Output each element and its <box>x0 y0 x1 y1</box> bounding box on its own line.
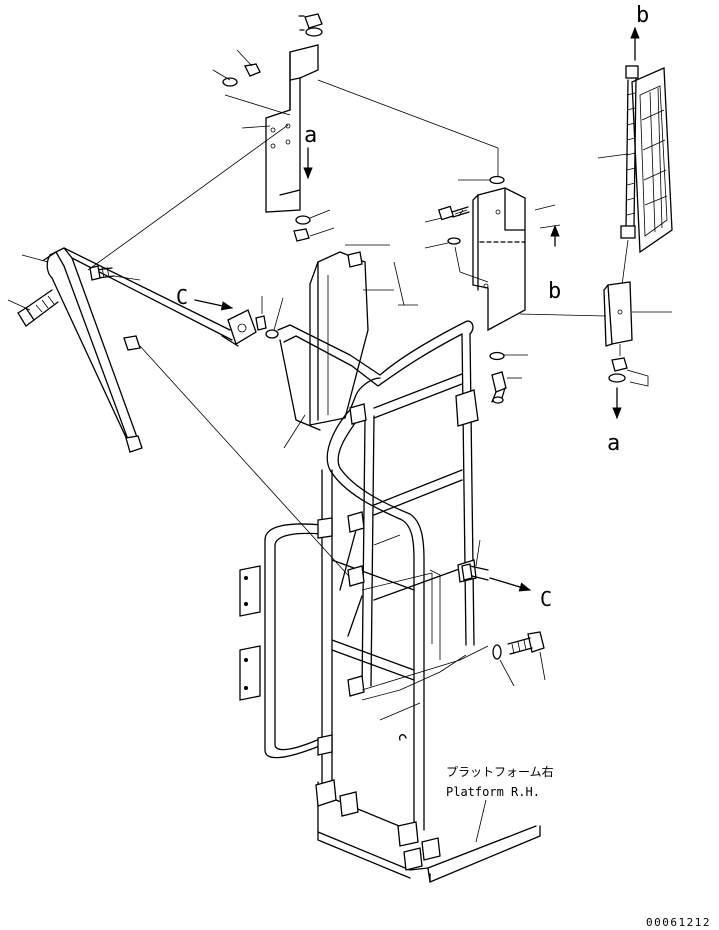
connector-line-4 <box>139 345 357 585</box>
stay-rod <box>597 65 639 239</box>
connector-line-3 <box>87 124 289 271</box>
callout-b-top: b <box>636 3 649 28</box>
plate-bolts <box>255 296 284 339</box>
connector-line-5 <box>361 572 433 591</box>
platform-bolt <box>492 631 546 687</box>
drawing-number: 00061212 <box>646 916 711 929</box>
platform-note-jp: プラットフォーム右 <box>446 764 554 779</box>
cover-washer-top <box>489 175 505 185</box>
view-arrow-c-right: C <box>489 577 552 611</box>
connector-line-8 <box>361 659 461 691</box>
mount-plate <box>221 309 257 347</box>
ladder-side-panel <box>309 244 418 426</box>
ladder-side-bolt <box>461 539 489 581</box>
cover-bolt-bottom <box>491 371 522 404</box>
ladder-frame <box>239 320 541 883</box>
callout-a-top: a <box>304 123 317 148</box>
view-arrow-b-top: b <box>630 3 649 61</box>
connector-line-1 <box>317 79 499 149</box>
left-handrail <box>43 247 233 453</box>
handrail-bolt-1 <box>7 289 59 327</box>
right-cover <box>472 187 526 332</box>
view-arrow-a-bottom: a <box>607 387 622 456</box>
callout-c-left: C <box>176 285 188 309</box>
view-arrow-c-left: C <box>176 285 234 311</box>
bracket-top-nut <box>298 13 323 37</box>
bracket-bottom-nut <box>293 209 335 242</box>
leader-bracket-2 <box>241 125 271 129</box>
view-arrow-b-mid: b <box>548 224 561 304</box>
view-arrow-a-top: a <box>303 123 317 180</box>
leader-bracket-1 <box>224 94 291 116</box>
handrail-bolt-2 <box>89 265 141 281</box>
callout-b-mid: b <box>548 279 561 304</box>
small-bracket <box>519 281 672 356</box>
side-panel <box>631 67 673 254</box>
panel-nut <box>347 251 363 268</box>
platform-note-en: Platform R.H. <box>446 785 540 799</box>
connector-line-7 <box>459 645 489 661</box>
callout-a-bottom: a <box>607 431 620 456</box>
nut-left-1 <box>212 49 261 87</box>
callout-c-right: C <box>540 587 552 611</box>
platform-note: プラットフォーム右 Platform R.H. <box>446 764 554 843</box>
cover-washer-bottom <box>489 351 505 361</box>
small-bracket-nut <box>608 357 649 387</box>
cover-bolt-left <box>424 205 470 249</box>
